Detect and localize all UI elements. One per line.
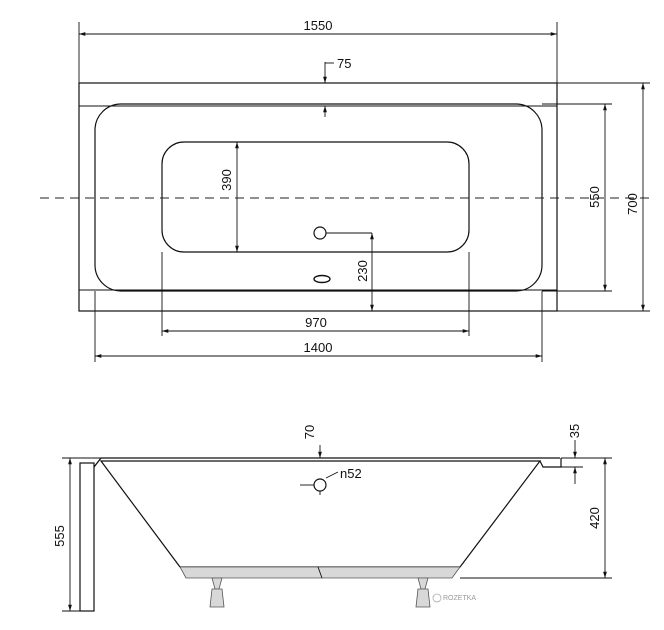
dim-bottom-length: 970 [305,315,327,330]
dim-height: 555 [52,525,67,547]
dim-rim: 75 [337,56,351,71]
dim-drain-diameter: n52 [340,466,362,481]
tub-body [99,460,542,568]
dim-overflow-offset: 70 [302,425,317,439]
tub-leg-right [417,577,429,590]
tub-foot-left [209,588,225,608]
dim-inner-length: 1400 [304,340,333,355]
watermark: ROZETKA [432,593,476,603]
side-drain-icon [313,478,327,492]
overflow-icon [313,274,331,284]
dim-rim-thickness: 35 [567,424,582,438]
side-panel [79,462,95,612]
tub-leg-left [211,577,223,590]
tub-bottom [161,141,470,253]
dim-depth: 420 [587,507,602,529]
side-view: n52 70 35 420 555 ROZETKA [52,424,612,612]
svg-text:ROZETKA: ROZETKA [443,595,476,602]
tub-outer-rim [78,82,558,312]
dim-bottom-width: 390 [219,169,234,191]
dim-inner-width: 550 [587,186,602,208]
dim-overall-width: 700 [625,193,640,215]
drain-icon [313,226,327,240]
dim-overall-length: 1550 [304,18,333,33]
top-view: 1550 75 700 550 390 230 970 1400 [40,18,650,362]
tub-foot-right [415,588,431,608]
dim-drain-offset: 230 [355,260,370,282]
